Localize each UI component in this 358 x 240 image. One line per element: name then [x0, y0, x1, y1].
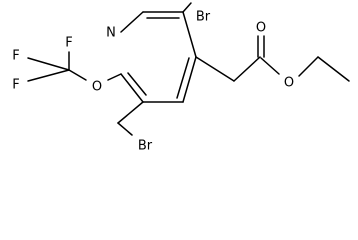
atom-label-ring-nitrogen: N [106, 26, 116, 41]
bond-c5-br [182, 2, 192, 13]
atom-label-carbonyl-oxygen: O [256, 21, 266, 36]
bond-c4-ch2 [195, 56, 235, 82]
bond-ch2-carbonyl [233, 56, 261, 82]
bond-o-cf3 [68, 69, 87, 81]
bond-ch2-br [117, 122, 133, 136]
pyridine-ring [120, 11, 197, 103]
atom-label-ether-oxygen: O [92, 80, 102, 95]
atom-label-fluorine-bottom: F [12, 78, 19, 93]
atom-label-fluorine-top: F [65, 36, 72, 51]
substituent-bonds [27, 2, 350, 136]
bond-cf3-f-bottom [27, 69, 70, 82]
bond-c3-ch2br [117, 101, 144, 124]
bond-c5-c4 [182, 11, 197, 58]
bond-cf3-f-left [27, 57, 70, 71]
double-bond-c4-c3 [176, 57, 190, 99]
atom-label-bromo-ring: Br [196, 10, 211, 25]
bond-c2-n [120, 73, 144, 103]
bond-carbonyl-ester-o [260, 57, 280, 75]
chemical-structure-diagram: N Br O O Br O F F F [12, 2, 350, 154]
atom-labels: N Br O O Br O F F F [12, 10, 294, 154]
atom-label-bromo-methyl: Br [138, 139, 153, 154]
bond-n-c6 [120, 11, 144, 33]
bond-ester-o-ch2 [298, 56, 319, 77]
double-bond-c2-n [127, 72, 147, 96]
bond-c2-o [107, 73, 122, 81]
atom-label-fluorine-left: F [12, 49, 19, 64]
bond-ch2-ch3 [317, 56, 350, 82]
atom-label-ester-oxygen: O [284, 76, 294, 91]
bond-c4-c3 [182, 56, 197, 103]
